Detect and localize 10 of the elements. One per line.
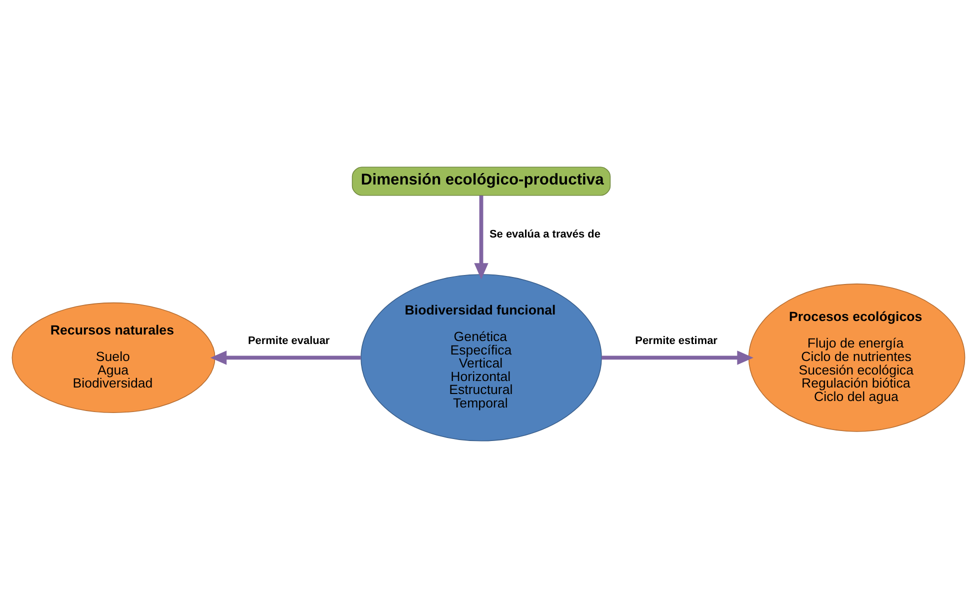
- node-ellipse: Biodiversidad funcional Genética Específica Vertical Horizontal Estructural Temporal: [360, 274, 602, 442]
- node-box: Dimensión ecológico-productiva: [352, 166, 611, 196]
- edge-label: Permite evaluar: [248, 335, 330, 348]
- edge-label: Se evalúa a través de: [489, 228, 600, 240]
- arrow: [210, 350, 361, 365]
- arrow: [602, 350, 754, 365]
- arrow: [474, 195, 488, 280]
- edge-label: Permite estimar: [635, 335, 718, 348]
- node-ellipse: Recursos naturales Suelo Agua Biodiversidad: [12, 302, 216, 413]
- node-ellipse: Procesos ecológicos Flujo de energía Ciclo de nutrientes Sucesión ecológica Regulación biótica Ciclo del agua: [748, 284, 966, 432]
